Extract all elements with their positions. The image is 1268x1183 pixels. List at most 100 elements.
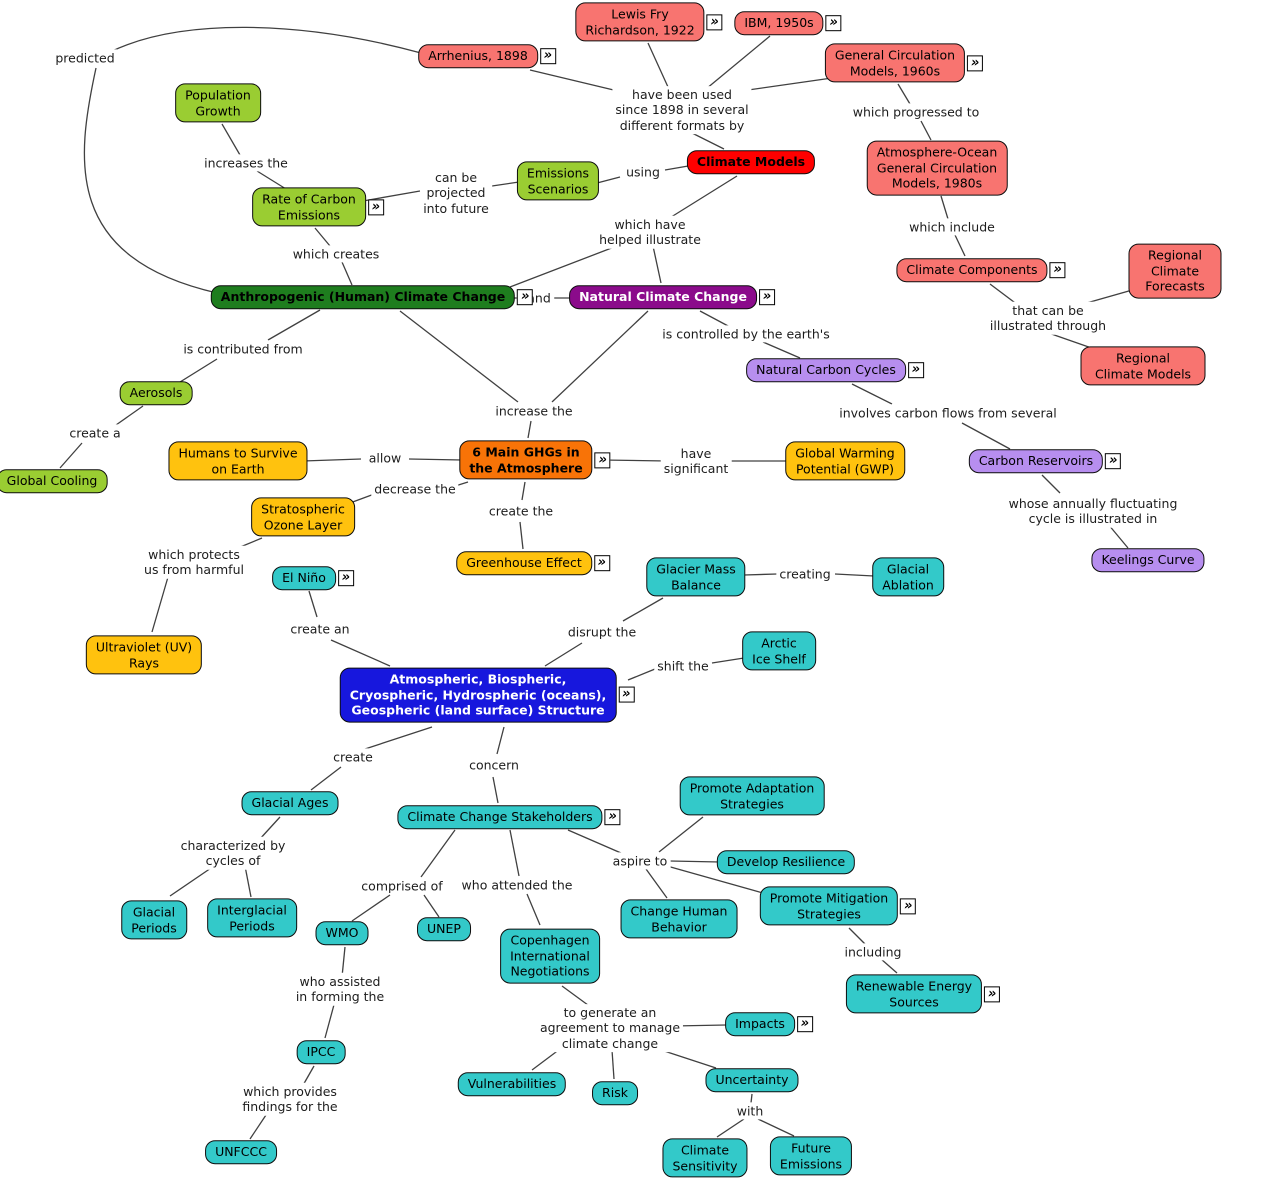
- concept-node-rate-of-carbon-emissions[interactable]: Rate of Carbon Emissions»: [252, 187, 384, 227]
- link-label-characterized-by-cycles[interactable]: characterized by cycles of: [177, 836, 289, 870]
- concept-node-aerosols[interactable]: Aerosols: [119, 381, 193, 405]
- link-label-involves-carbon-flows[interactable]: involves carbon flows from several: [836, 404, 1060, 422]
- concept-node-risk[interactable]: Risk: [592, 1081, 638, 1105]
- expand-resources-icon[interactable]: »: [967, 55, 984, 71]
- concept-node-wmo[interactable]: WMO: [315, 921, 369, 945]
- concept-node-change-human-behavior[interactable]: Change Human Behavior: [620, 899, 738, 939]
- link-label-can-be-projected[interactable]: can be projected into future: [420, 169, 492, 217]
- link-label-create-the[interactable]: create the: [485, 502, 557, 520]
- link-label-disrupt-the[interactable]: disrupt the: [564, 623, 640, 641]
- concept-node-regional-climate-models[interactable]: Regional Climate Models: [1080, 346, 1206, 386]
- link-label-comprised-of[interactable]: comprised of: [358, 877, 446, 895]
- link-label-increases-the[interactable]: increases the: [201, 154, 291, 172]
- concept-node-arrhenius-1898[interactable]: Arrhenius, 1898»: [418, 44, 556, 68]
- expand-resources-icon[interactable]: »: [1049, 262, 1066, 278]
- expand-resources-icon[interactable]: »: [900, 898, 917, 914]
- concept-node-arctic-ice-shelf[interactable]: Arctic Ice Shelf: [742, 631, 816, 671]
- concept-node-climate-sensitivity[interactable]: Climate Sensitivity: [662, 1138, 748, 1178]
- expand-resources-icon[interactable]: »: [517, 289, 534, 305]
- concept-node-ipcc[interactable]: IPCC: [296, 1040, 346, 1064]
- concept-node-climate-change-stakeholders[interactable]: Climate Change Stakeholders»: [397, 805, 621, 829]
- link-label-is-controlled-by[interactable]: is controlled by the earth's: [659, 325, 833, 343]
- concept-node-climate-models[interactable]: Climate Models: [686, 150, 816, 174]
- link-label-whose-annually-fluctuating[interactable]: whose annually fluctuating cycle is illu…: [1005, 494, 1181, 528]
- concept-node-interglacial-periods[interactable]: Interglacial Periods: [207, 898, 297, 938]
- concept-node-natural-climate-change[interactable]: Natural Climate Change»: [569, 285, 775, 309]
- expand-resources-icon[interactable]: »: [539, 48, 556, 64]
- link-label-which-have-helped-illustrate[interactable]: which have helped illustrate: [596, 215, 704, 249]
- link-label-to-generate-an-agreement[interactable]: to generate an agreement to manage clima…: [536, 1004, 684, 1052]
- link-label-decrease-the[interactable]: decrease the: [371, 480, 459, 498]
- concept-node-six-main-ghgs[interactable]: 6 Main GHGs in the Atmosphere»: [459, 440, 611, 480]
- concept-node-anthropogenic-climate-change[interactable]: Anthropogenic (Human) Climate Change»: [210, 285, 534, 309]
- expand-resources-icon[interactable]: »: [604, 809, 621, 825]
- concept-node-glacier-mass-balance[interactable]: Glacier Mass Balance: [646, 557, 746, 597]
- expand-resources-icon[interactable]: »: [594, 452, 611, 468]
- concept-node-climate-components[interactable]: Climate Components»: [896, 258, 1066, 282]
- concept-node-global-warming-potential[interactable]: Global Warming Potential (GWP): [785, 441, 905, 481]
- link-label-which-creates[interactable]: which creates: [289, 245, 383, 263]
- concept-node-keelings-curve[interactable]: Keelings Curve: [1091, 548, 1205, 572]
- link-label-create[interactable]: create: [330, 748, 376, 766]
- link-label-which-progressed-to[interactable]: which progressed to: [849, 103, 983, 121]
- concept-node-lewis-fry-richardson[interactable]: Lewis Fry Richardson, 1922»: [575, 2, 723, 42]
- link-label-with[interactable]: with: [733, 1102, 767, 1120]
- concept-node-unep[interactable]: UNEP: [417, 917, 471, 941]
- link-label-is-contributed-from[interactable]: is contributed from: [180, 340, 306, 358]
- concept-node-vulnerabilities[interactable]: Vulnerabilities: [457, 1072, 567, 1096]
- link-label-which-include[interactable]: which include: [906, 218, 998, 236]
- link-label-create-a[interactable]: create a: [66, 424, 124, 442]
- expand-resources-icon[interactable]: »: [593, 555, 610, 571]
- concept-node-natural-carbon-cycles[interactable]: Natural Carbon Cycles»: [746, 358, 924, 382]
- expand-resources-icon[interactable]: »: [618, 687, 635, 703]
- concept-node-future-emissions[interactable]: Future Emissions: [769, 1136, 853, 1176]
- link-label-increase-the[interactable]: increase the: [492, 402, 576, 420]
- expand-resources-icon[interactable]: »: [825, 15, 842, 31]
- link-label-using[interactable]: using: [623, 163, 663, 181]
- concept-node-develop-resilience[interactable]: Develop Resilience: [716, 850, 856, 874]
- concept-node-emissions-scenarios[interactable]: Emissions Scenarios: [516, 161, 600, 201]
- concept-node-carbon-reservoirs[interactable]: Carbon Reservoirs»: [968, 449, 1122, 473]
- link-label-that-can-be-illustrated[interactable]: that can be illustrated through: [986, 301, 1110, 335]
- link-label-shift-the[interactable]: shift the: [654, 657, 712, 675]
- concept-node-glacial-periods[interactable]: Glacial Periods: [121, 900, 187, 940]
- link-label-predicted[interactable]: predicted: [52, 49, 118, 67]
- expand-resources-icon[interactable]: »: [367, 199, 384, 215]
- expand-resources-icon[interactable]: »: [984, 986, 1001, 1002]
- link-label-including[interactable]: including: [841, 943, 905, 961]
- concept-node-ibm-1950s[interactable]: IBM, 1950s»: [734, 11, 842, 35]
- concept-node-regional-climate-forecasts[interactable]: Regional Climate Forecasts: [1128, 243, 1222, 299]
- link-label-concern[interactable]: concern: [466, 756, 522, 774]
- concept-node-copenhagen-negotiations[interactable]: Copenhagen International Negotiations: [500, 928, 600, 984]
- concept-node-glacial-ablation[interactable]: Glacial Ablation: [872, 557, 944, 597]
- concept-node-population-growth[interactable]: Population Growth: [175, 83, 261, 123]
- expand-resources-icon[interactable]: »: [796, 1016, 813, 1032]
- concept-node-general-circulation-models-1960s[interactable]: General Circulation Models, 1960s»: [824, 43, 984, 83]
- concept-node-global-cooling[interactable]: Global Cooling: [0, 469, 108, 493]
- concept-node-unfccc[interactable]: UNFCCC: [205, 1140, 277, 1164]
- concept-node-promote-adaptation-strategies[interactable]: Promote Adaptation Strategies: [679, 776, 825, 816]
- link-label-who-assisted[interactable]: who assisted in forming the: [292, 972, 388, 1006]
- expand-resources-icon[interactable]: »: [1105, 453, 1122, 469]
- link-label-who-attended-the[interactable]: who attended the: [458, 876, 576, 894]
- concept-node-uncertainty[interactable]: Uncertainty: [705, 1068, 799, 1092]
- link-label-have-been-used[interactable]: have been used since 1898 in several dif…: [612, 86, 752, 134]
- link-label-have-significant[interactable]: have significant: [660, 444, 732, 478]
- link-label-which-provides-findings[interactable]: which provides findings for the: [239, 1082, 341, 1116]
- link-label-which-protects-us[interactable]: which protects us from harmful: [141, 545, 247, 579]
- concept-node-impacts[interactable]: Impacts»: [725, 1012, 813, 1036]
- concept-node-promote-mitigation-strategies[interactable]: Promote Mitigation Strategies»: [759, 886, 917, 926]
- concept-node-atmosphere-ocean-gcm-1980s[interactable]: Atmosphere-Ocean General Circulation Mod…: [866, 140, 1008, 196]
- concept-node-glacial-ages[interactable]: Glacial Ages: [241, 791, 339, 815]
- concept-node-renewable-energy-sources[interactable]: Renewable Energy Sources»: [845, 974, 1001, 1014]
- concept-node-ultraviolet-rays[interactable]: Ultraviolet (UV) Rays: [85, 635, 203, 675]
- link-label-creating[interactable]: creating: [776, 565, 834, 583]
- expand-resources-icon[interactable]: »: [907, 362, 924, 378]
- concept-node-stratospheric-ozone-layer[interactable]: Stratospheric Ozone Layer: [251, 497, 355, 537]
- concept-node-greenhouse-effect[interactable]: Greenhouse Effect»: [456, 551, 610, 575]
- link-label-create-an[interactable]: create an: [287, 620, 353, 638]
- concept-node-spheres-structure[interactable]: Atmospheric, Biospheric, Cryospheric, Hy…: [339, 667, 635, 723]
- expand-resources-icon[interactable]: »: [337, 570, 354, 586]
- link-label-allow[interactable]: allow: [365, 449, 405, 467]
- expand-resources-icon[interactable]: »: [706, 14, 723, 30]
